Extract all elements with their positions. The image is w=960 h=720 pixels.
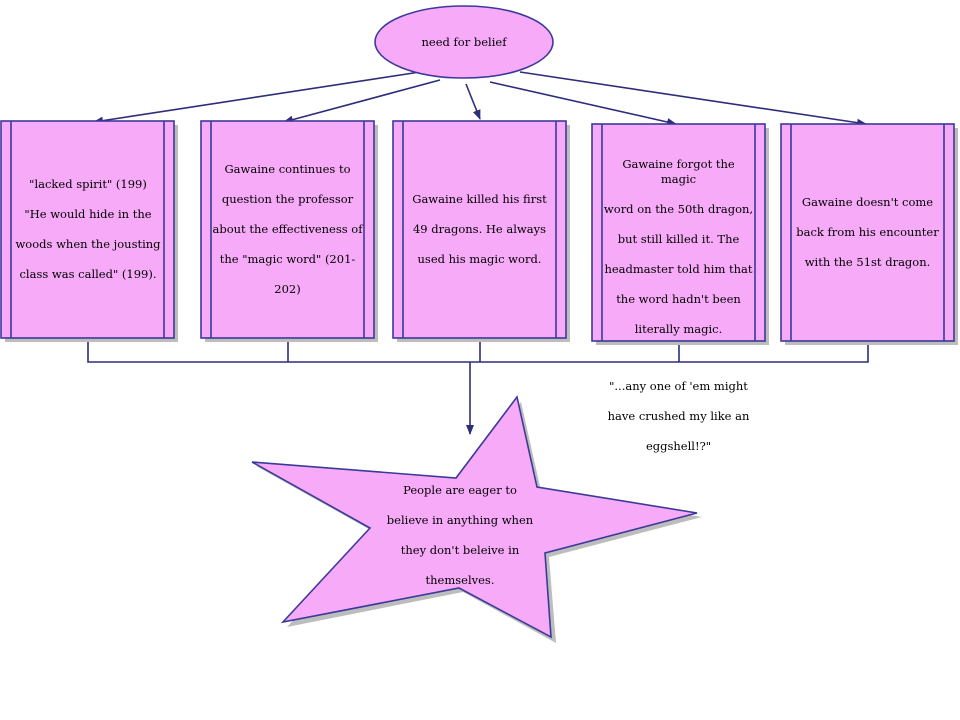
conclusion-star xyxy=(251,395,702,643)
box-2 xyxy=(200,120,378,342)
box-2-line: Gawaine continues to xyxy=(224,162,351,176)
box-4-line: headmaster told him that xyxy=(604,262,753,276)
box-3 xyxy=(392,120,570,342)
root-connectors xyxy=(93,71,867,127)
box-5-line: with the 51st dragon. xyxy=(804,255,931,269)
box-4-line: but still killed it. The xyxy=(617,232,740,246)
box-3-line: used his magic word. xyxy=(417,252,542,266)
conclusion-line: themselves. xyxy=(425,572,495,587)
box-4-text: Gawaine forgot the magic word on the 50t… xyxy=(603,142,754,453)
root-label: need for belief xyxy=(390,30,538,54)
conclusion-line: believe in anything when xyxy=(386,512,534,527)
box-4-line: literally magic. xyxy=(634,322,723,336)
root-label-text: need for belief xyxy=(421,34,507,49)
box-1-line: "He would hide in the xyxy=(24,207,152,221)
arrow-to-box-2 xyxy=(283,79,441,124)
box-5-text: Gawaine doesn't come back from his encou… xyxy=(792,125,943,340)
arrow-to-box-1 xyxy=(93,71,421,125)
arrow-to-box-4 xyxy=(489,81,677,126)
box-1-text: "lacked spirit" (199) "He would hide in … xyxy=(13,122,163,337)
box-2-line: the "magic word" (201- xyxy=(219,252,356,266)
box-3-text: Gawaine killed his first 49 dragons. He … xyxy=(404,122,555,337)
box-2-line: about the effectiveness of xyxy=(212,222,363,236)
box-4-line: word on the 50th dragon, xyxy=(603,202,754,216)
box-2-line: 202) xyxy=(274,282,301,296)
box-3-line: 49 dragons. He always xyxy=(412,222,546,236)
conclusion-text: People are eager to believe in anything … xyxy=(370,483,550,587)
arrow-to-box-5 xyxy=(519,71,867,127)
box-4-line: the word hadn't been xyxy=(616,292,741,306)
box-4-line: eggshell!?" xyxy=(645,439,712,453)
box-4-line xyxy=(603,352,754,364)
box-4 xyxy=(591,123,769,345)
conclusion-line: they don't beleive in xyxy=(400,542,520,557)
root-node xyxy=(374,5,554,79)
box-3-line: Gawaine killed his first xyxy=(412,192,547,206)
box-2-line: question the professor xyxy=(221,192,354,206)
box-1-line: class was called" (199). xyxy=(19,267,157,281)
box-1 xyxy=(0,120,178,342)
box-2-text: Gawaine continues to question the profes… xyxy=(212,122,363,337)
conclusion-line: People are eager to xyxy=(403,482,517,497)
box-1-line: woods when the jousting xyxy=(15,237,161,251)
arrow-to-box-3 xyxy=(465,83,481,120)
bottom-connector xyxy=(87,342,869,435)
box-5 xyxy=(780,123,958,345)
box-5-line: Gawaine doesn't come xyxy=(801,195,934,209)
box-1-line: "lacked spirit" (199) xyxy=(29,177,147,191)
box-4-line: "...any one of 'em might xyxy=(609,379,748,393)
box-5-line: back from his encounter xyxy=(796,225,939,239)
box-4-line: have crushed my like an xyxy=(607,409,750,423)
box-4-line: Gawaine forgot the magic xyxy=(622,157,735,186)
